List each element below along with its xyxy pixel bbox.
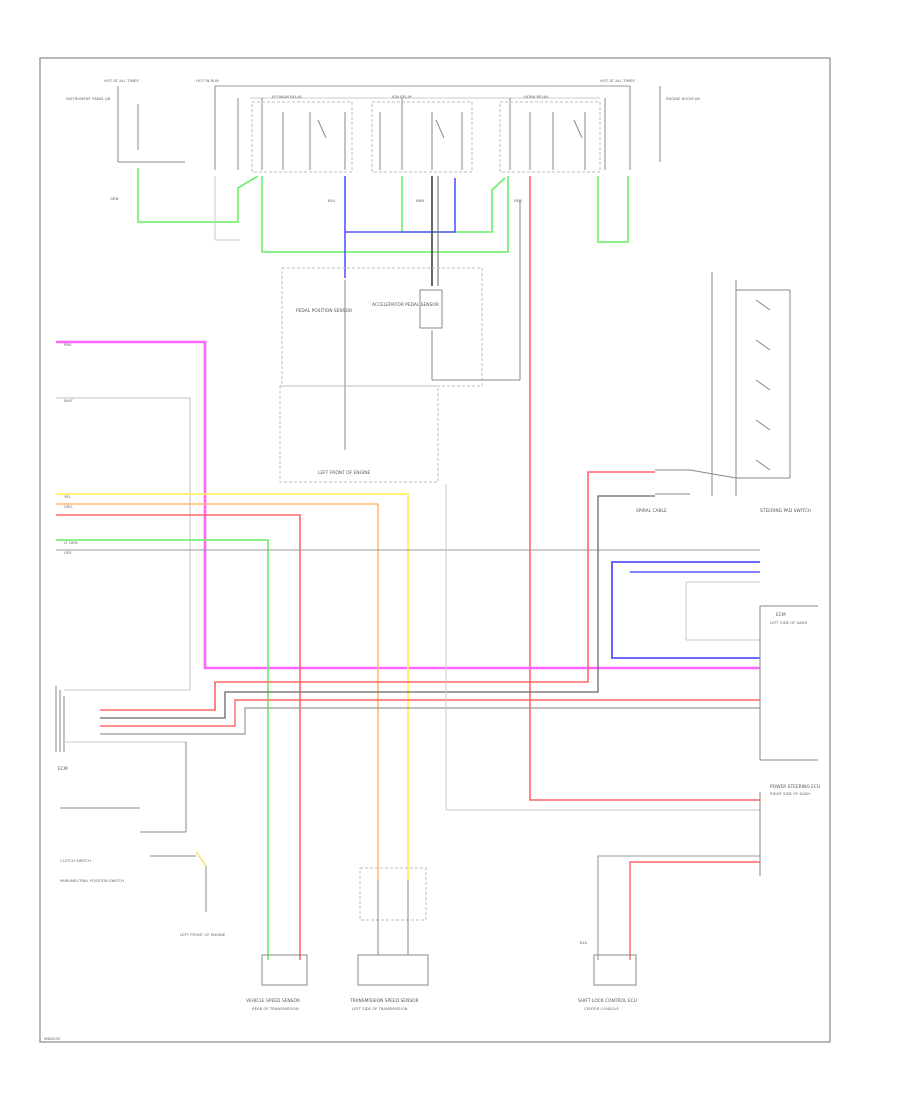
label-clutch-switch: CLUTCH SWITCH (60, 858, 91, 863)
label-relay-1: EFI MAIN RELAY (272, 94, 302, 99)
wire-pink (56, 340, 760, 670)
wire-blue-top (344, 176, 456, 233)
label-steering-switch: STEERING PAD SWITCH (760, 508, 811, 514)
label-pps-right: ACCELERATOR PEDAL SENSOR (372, 302, 439, 308)
center-sensor-block: PEDAL POSITION SENSOR ACCELERATOR PEDAL … (279, 200, 521, 483)
label-left-block: ECM (58, 766, 68, 772)
label-sensor-br: SHIFT LOCK CONTROL ECU (578, 998, 637, 1004)
wire-orange (56, 503, 379, 880)
wire-code-label: YEL (64, 494, 72, 499)
label-pps-left: PEDAL POSITION SENSOR (296, 308, 352, 314)
label-ecm: ECM (776, 612, 786, 618)
left-ecm-block: ECM CLUTCH SWITCH PARK/NEUTRAL POSITION … (55, 686, 226, 937)
wire-gray-ecm (100, 707, 760, 735)
wire-yellow (56, 493, 409, 880)
label-sensor-bl: VEHICLE SPEED SENSOR (246, 998, 300, 1004)
label-ground-left: LEFT FRONT OF ENGINE (180, 932, 226, 937)
wire-code-label: LT GRN (64, 540, 78, 545)
sensor-bm-box (357, 954, 429, 986)
top-fuse-relay-area (117, 85, 661, 173)
label-sensor-bm: TRANSMISSION SPEED SENSOR (349, 998, 419, 1004)
label-ecm-right-sub: RIGHT SIDE OF DASH (770, 791, 810, 796)
wire-green-left (56, 539, 269, 960)
wire-green-top-right (597, 176, 629, 243)
wire-red-right (100, 471, 655, 711)
label-neutral-switch: PARK/NEUTRAL POSITION SWITCH (60, 878, 124, 883)
label-sensor-br-sub: CENTER CONSOLE (584, 1006, 619, 1011)
wire-code-label: GRY (64, 550, 72, 555)
label-fuse-left: INSTRUMENT PANEL J/B (66, 96, 111, 101)
footer-code: WD0035 (44, 1036, 61, 1041)
label-ground-center: LEFT FRONT OF ENGINE (318, 470, 371, 476)
wire-code-label: RED (514, 198, 522, 203)
top-labels: HOT AT ALL TIMES HOT IN RUN HOT AT ALL T… (66, 78, 700, 101)
wire-code-label: ORG (64, 504, 73, 509)
label-spiral-cable: SPIRAL CABLE (636, 508, 667, 514)
wire-code-label: GRN (110, 196, 119, 201)
sensor-bl-box (261, 954, 308, 986)
wire-red-vertical (529, 176, 760, 801)
left-colored-wires (56, 340, 760, 960)
wire-red-low (629, 861, 760, 960)
wire-yellow-clutch (195, 851, 207, 867)
wire-green-top-left (137, 168, 259, 223)
wire-code-label: BRN (416, 198, 424, 203)
wire-code-label: BLK (580, 940, 588, 945)
label-fuse-right: ENGINE ROOM J/B (666, 96, 700, 101)
wire-code-label: WHT (64, 398, 74, 403)
wire-red-ecm (100, 699, 760, 727)
label-sensor-bm-sub: LEFT SIDE OF TRANSMISSION (352, 1006, 408, 1011)
wire-blue-right (611, 561, 760, 659)
wire-code-label: BLU (328, 198, 336, 203)
wire-code-labels: GRN BLU BRN RED PNK WHT YEL ORG LT GRN G… (64, 196, 588, 945)
wire-dark-right (100, 495, 655, 719)
bottom-sensors: VEHICLE SPEED SENSOR REAR OF TRANSMISSIO… (246, 867, 637, 1011)
top-colored-wires (137, 168, 760, 801)
label-hot-left: HOT AT ALL TIMES (104, 78, 139, 83)
label-sensor-bl-sub: REAR OF TRANSMISSION (252, 1006, 299, 1011)
label-relay-3: HORN RELAY (524, 94, 549, 99)
label-ecm-sub: LEFT SIDE OF DASH (770, 620, 807, 625)
sensor-br-box (593, 954, 637, 986)
pps-right-box (419, 289, 443, 329)
steering-switch-block: STEERING PAD SWITCH SPIRAL CABLE (636, 272, 811, 514)
wire-gray-left (56, 397, 191, 690)
label-ecm-right: POWER STEERING ECU (770, 784, 820, 790)
wire-code-label: PNK (64, 342, 72, 347)
diagram-frame (39, 57, 831, 1043)
label-hot-right: HOT AT ALL TIMES (600, 78, 635, 83)
ecm-connector: ECM LEFT SIDE OF DASH POWER STEERING ECU… (597, 605, 820, 960)
wire-green-top-mid (261, 176, 509, 253)
right-colored-wires (100, 471, 760, 811)
wire-green-top-inner (401, 176, 506, 233)
wire-red-left (56, 514, 301, 960)
label-relay-2: IGN RELAY (392, 94, 413, 99)
label-hot-mid: HOT IN RUN (196, 78, 219, 83)
